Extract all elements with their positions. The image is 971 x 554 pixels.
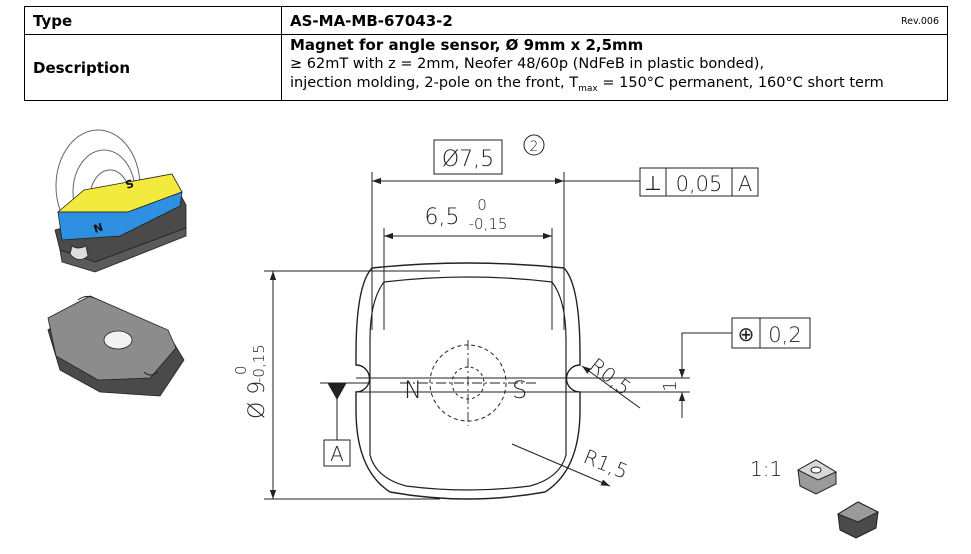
dim-corner-radius-label: R1,5 [580, 444, 631, 483]
tmax-subscript: max [578, 83, 598, 94]
type-row: Type AS-MA-MB-67043-2 Rev.006 [24, 6, 948, 35]
description-line-3: injection molding, 2-pole on the front, … [290, 74, 939, 99]
description-line-3b: = 150°C permanent, 160°C short term [597, 75, 884, 92]
dim-diameter-7-5-label: Ø7,5 [442, 147, 494, 172]
description-line-2: ≥ 62mT with z = 2mm, Neofer 48/60p (NdFe… [290, 56, 765, 73]
dim-width-lower: -0,15 [469, 215, 508, 233]
dim-notch-width [586, 352, 690, 418]
spec-table: Type AS-MA-MB-67043-2 Rev.006 Descriptio… [24, 6, 948, 101]
revision-label: Rev.006 [900, 16, 939, 27]
note-number: 2 [530, 139, 539, 155]
description-row: Description Magnet for angle sensor, Ø 9… [24, 34, 948, 101]
perpendicularity-frame [639, 167, 759, 197]
perpendicularity-datum: A [738, 172, 752, 196]
dim-diameter-9 [264, 270, 440, 500]
scale-label: 1:1 [750, 457, 782, 481]
datum-a-symbol [320, 382, 370, 467]
dim-width-nominal: 6,5 [425, 205, 460, 230]
dim-notch-radius-leader [581, 365, 641, 409]
scale-magnet-top [796, 459, 838, 495]
perpendicularity-tolerance: 0,05 [676, 172, 723, 196]
dim-corner-radius-leader [511, 443, 611, 487]
description-cell: Magnet for angle sensor, Ø 9mm x 2,5mm ≥… [281, 34, 948, 101]
iso-pole-north-label: N [92, 221, 105, 236]
position-tolerance: 0,2 [768, 323, 801, 347]
pole-south-label: S [512, 376, 527, 404]
magnet-inner-outline [369, 276, 567, 491]
description-label: Description [24, 34, 282, 101]
dim-diameter-9-upper: 0 [232, 365, 250, 375]
iso-pole-south-label: S [124, 177, 136, 192]
magnet-gray-illustration [47, 295, 185, 397]
magnet-field-illustration: S N [54, 129, 187, 273]
dim-notch-radius-label: R0,5 [585, 353, 636, 400]
magnet-outline [355, 262, 581, 500]
datum-a-label: A [330, 442, 344, 466]
technical-drawing: S N N S Ø7,5 2 [47, 129, 880, 539]
dim-diameter-9-nominal: Ø 9 [245, 381, 270, 419]
description-line-3a: injection molding, 2-pole on the front, … [290, 75, 579, 92]
dim-diameter-9-lower: -0,15 [250, 344, 268, 383]
type-value: AS-MA-MB-67043-2 [290, 11, 453, 30]
dim-width-6-5 [383, 228, 553, 330]
note-bubble [523, 134, 545, 156]
main-view [355, 262, 586, 500]
type-label: Type [24, 6, 282, 35]
dim-notch-width-label: 1 [660, 380, 681, 391]
description-title: Magnet for angle sensor, Ø 9mm x 2,5mm [290, 36, 644, 55]
perpendicularity-symbol: ⊥ [644, 171, 661, 195]
dim-diameter-7-5 [371, 139, 640, 330]
type-value-cell: AS-MA-MB-67043-2 Rev.006 [281, 6, 948, 35]
magnet-north-face [57, 191, 183, 241]
pole-north-label: N [404, 376, 422, 404]
position-symbol: ⊕ [738, 322, 755, 346]
scale-magnet-side [836, 501, 880, 539]
dim-width-upper: 0 [477, 196, 487, 214]
